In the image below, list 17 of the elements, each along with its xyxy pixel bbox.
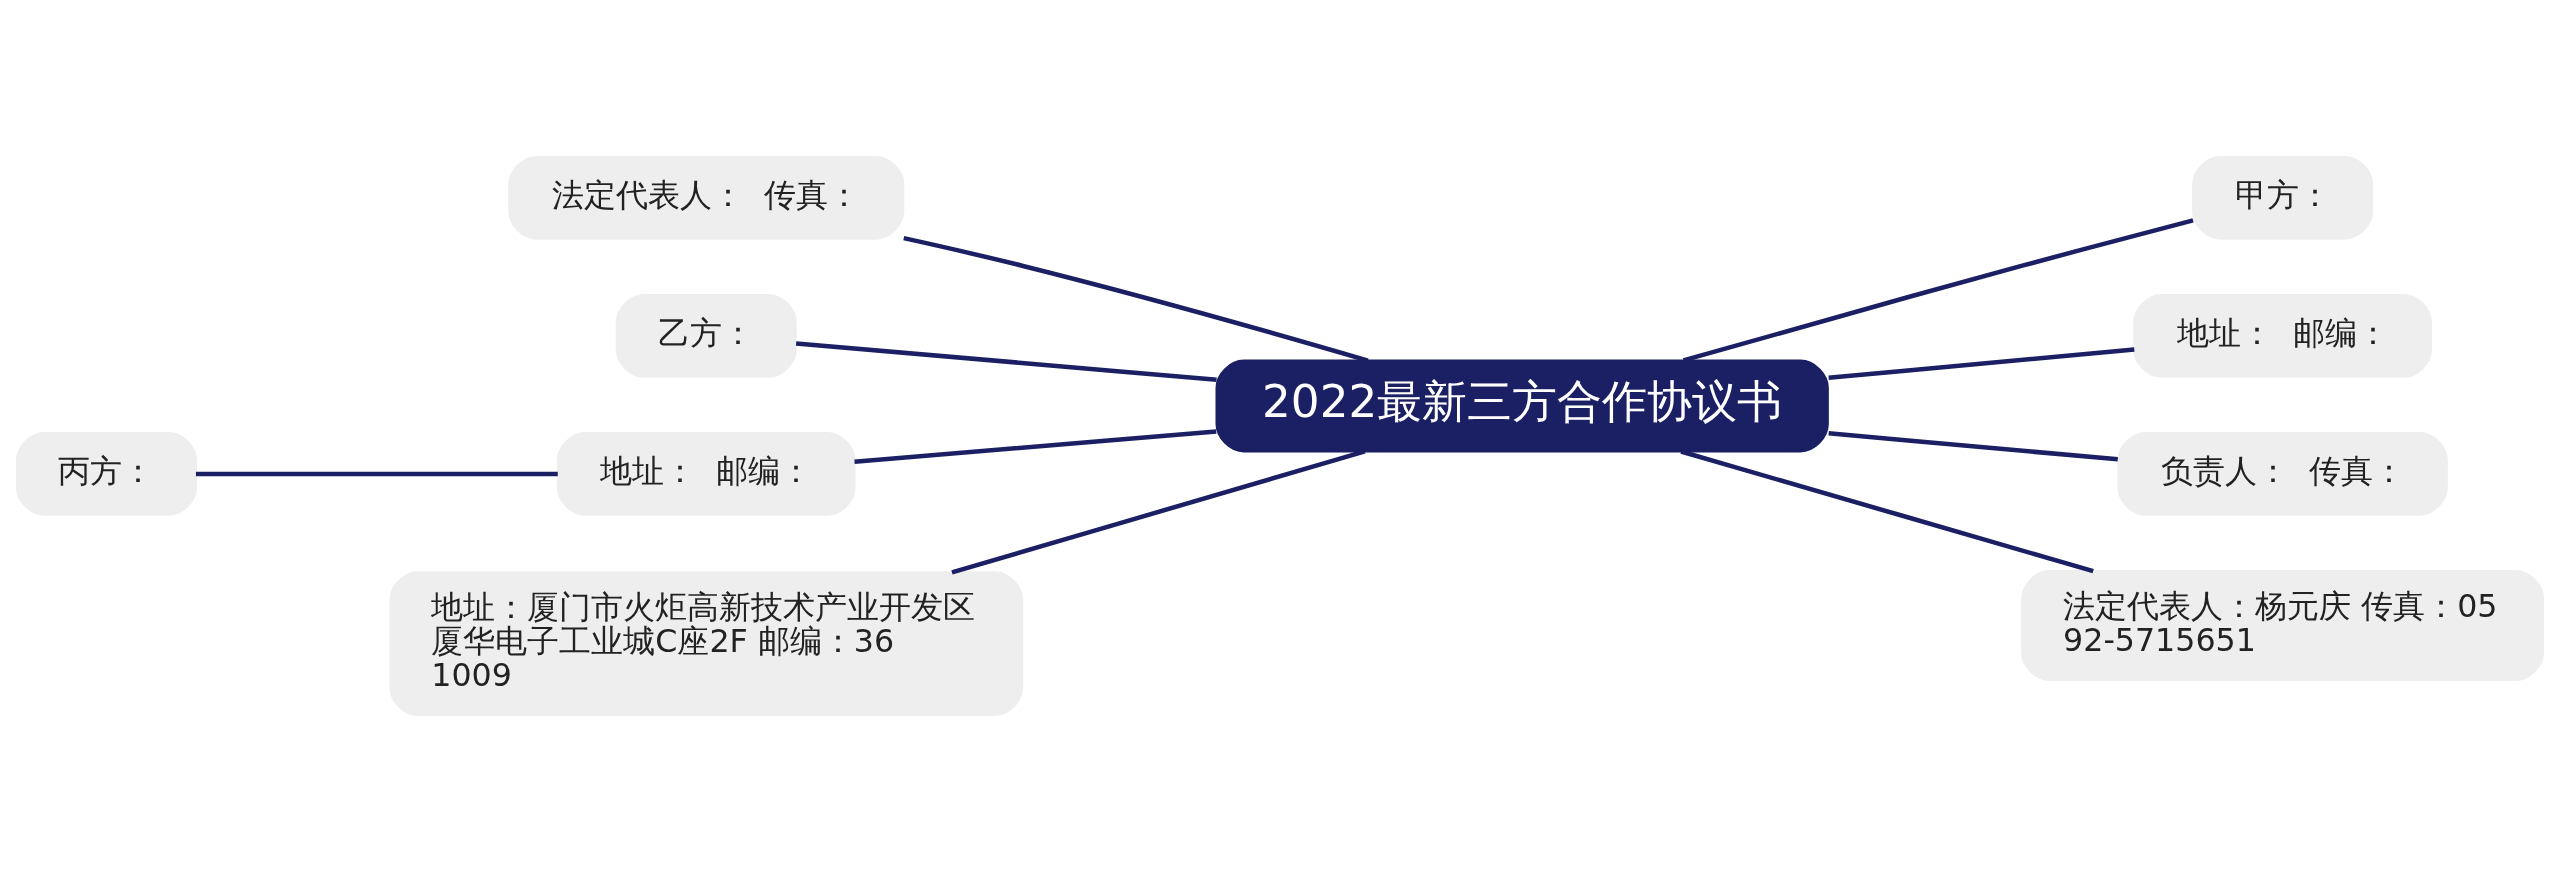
connector (854, 428, 1217, 464)
connector (795, 340, 1217, 382)
node-box: 2022最新三方合作协议书 (1215, 359, 1829, 452)
node-box: 丙方： (15, 431, 198, 516)
node-box: 地址： 邮编： (2133, 293, 2432, 378)
node-box: 甲方： (2192, 155, 2374, 240)
node-box: 法定代表人： 传真： (508, 155, 905, 240)
connector (1828, 346, 2135, 380)
node-box: 地址： 邮编： (556, 431, 856, 516)
connector (1682, 217, 2194, 363)
node-box: 法定代表人：杨元庆 传真：0592-5715651 (2021, 569, 2545, 681)
node-box: 负责人： 传真： (2117, 431, 2448, 516)
node-box: 乙方： (615, 293, 797, 378)
connector (195, 471, 558, 476)
connector (1828, 430, 2118, 462)
connector (903, 235, 1369, 363)
node-box: 地址：厦门市火炬高新技术产业开发区厦华电子工业城C座2F 邮编：361009 (389, 570, 1024, 716)
